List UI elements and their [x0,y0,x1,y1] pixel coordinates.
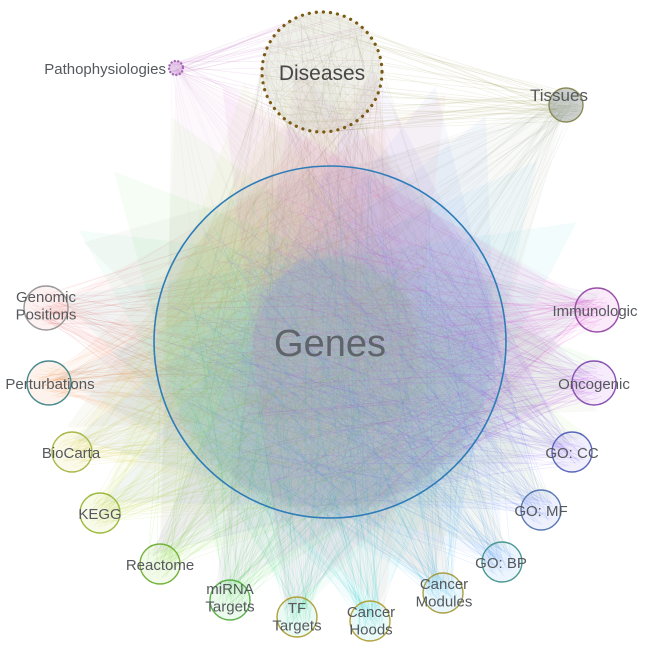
label-reactome: Reactome [126,557,194,574]
nodes-layer [23,10,620,642]
edges-go-bp-to-genes [72,115,517,577]
labels-layer: Genes Diseases PathophysiologiesTissuesGen… [5,61,638,638]
edges-diseases-to-tissues [260,11,583,135]
edges-go-mf-to-genes [104,86,555,525]
label-pathophysiologies: Pathophysiologies [44,61,166,78]
node-mirna-targets[interactable] [209,579,251,621]
edges-immunologic-to-genes [167,86,614,616]
node-pathophysiologies[interactable] [167,59,185,77]
label-perturbations: Perturbations [5,376,94,393]
label-oncogenic: Oncogenic [558,376,630,393]
edges-diseases-to-genes [66,9,598,503]
node-genes[interactable] [153,165,507,519]
edges-diseases-to-pathophysiologies [169,15,381,132]
edges-tissues-to-genes [83,93,579,588]
edges-oncogenic-to-genes [174,66,611,595]
label-go-bp: GO: BP [475,555,527,572]
edges-mirna-targets-to-genes [114,171,605,614]
edges-genomic-positions-to-genes [30,94,488,610]
edge-fans [30,9,614,636]
node-tissues[interactable] [548,87,584,123]
edges-cancer-hoods-to-genes [59,176,577,636]
node-perturbations[interactable] [26,360,72,406]
edges-reactome-to-genes [147,117,588,579]
edges-kegg-to-genes [87,82,554,528]
node-go-bp[interactable] [481,541,523,583]
node-diseases[interactable] [260,10,384,134]
node-go-mf[interactable] [520,489,562,531]
node-biocarta[interactable] [51,431,93,473]
label-go-cc: GO: CC [545,445,599,462]
label-kegg: KEGG [78,506,121,523]
node-cancer-hoods[interactable] [349,600,391,642]
node-genomic-positions[interactable] [23,285,69,331]
label-diseases: Diseases [279,62,365,85]
node-oncogenic[interactable] [571,360,617,406]
node-cancer-modules[interactable] [422,572,464,614]
edges-biocarta-to-genes [57,68,509,551]
node-immunologic[interactable] [574,287,620,333]
edges-perturbations-to-genes [33,72,498,588]
label-immunologic: Immunologic [552,303,638,320]
edges-go-cc-to-genes [151,67,586,555]
label-go-mf: GO: MF [514,503,567,520]
label-tissues: Tissues [530,86,588,105]
node-reactome[interactable] [139,543,181,585]
node-tf-targets[interactable] [276,596,318,638]
genes-circle-fill [154,166,506,518]
edges-tf-targets-to-genes [78,172,601,632]
edges-cancer-modules-to-genes [56,160,538,608]
label-genes: Genes [274,323,386,365]
base-layer [154,166,506,518]
node-go-cc[interactable] [551,431,593,473]
edges-pathophysiologies-to-genes [159,64,596,550]
label-biocarta: BioCarta [42,445,101,462]
diseases-inner-mesh [270,22,377,125]
node-kegg[interactable] [79,492,121,534]
